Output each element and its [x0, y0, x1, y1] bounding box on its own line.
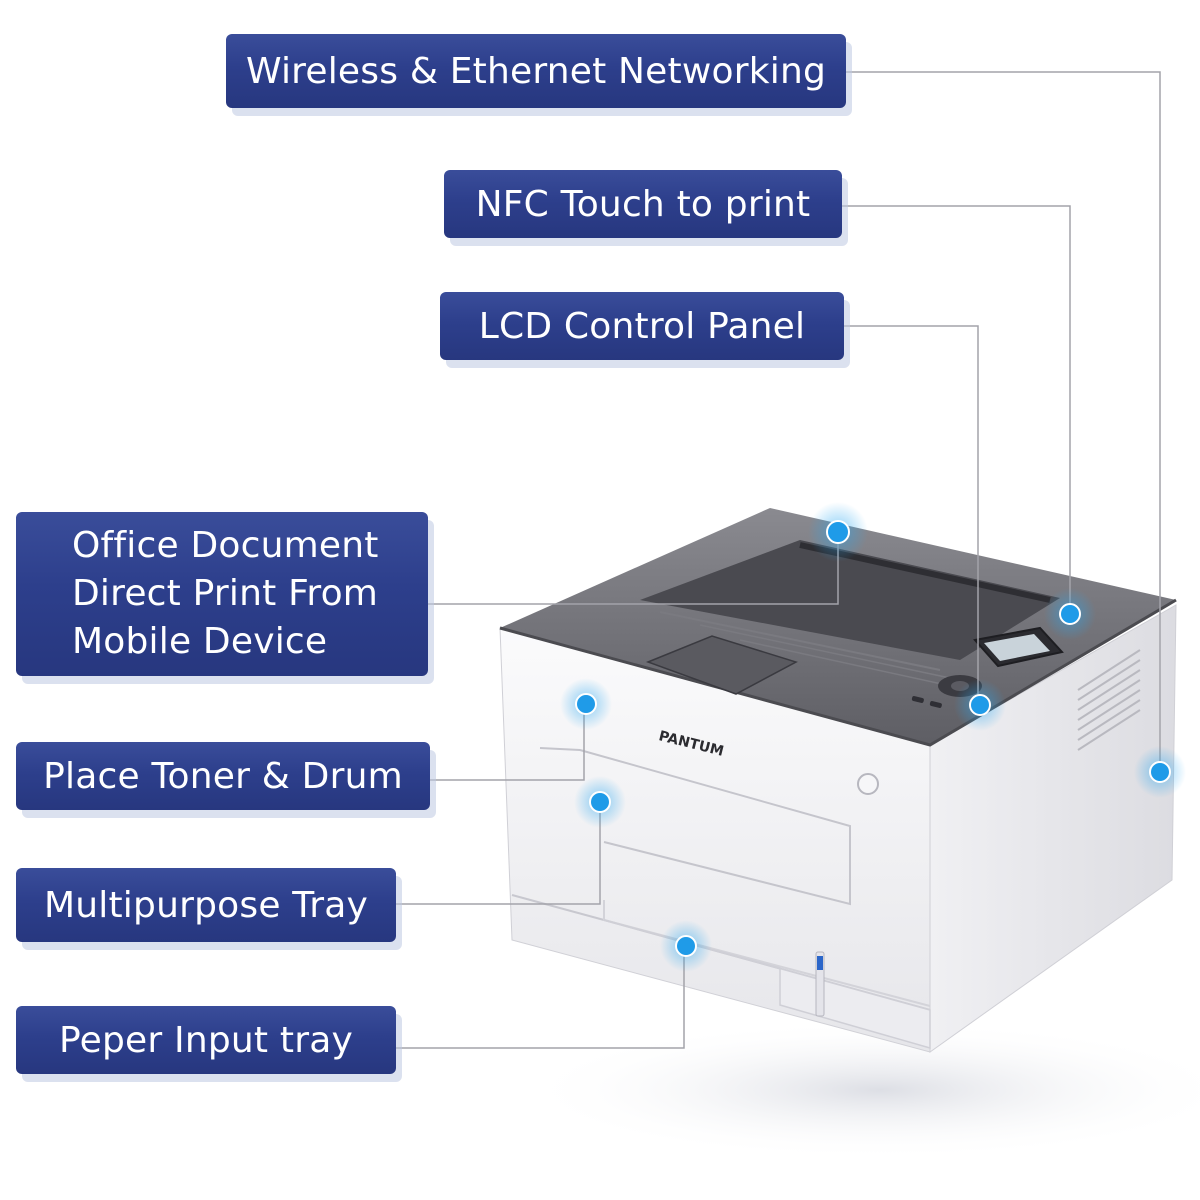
- leader-lines: [396, 71, 1161, 1049]
- callout-multipurpose-tray: Multipurpose Tray: [16, 868, 396, 942]
- callout-lcd-control-panel: LCD Control Panel: [440, 292, 844, 360]
- hotspot-lcd: [954, 679, 1006, 731]
- callout-toner-drum: Place Toner & Drum: [16, 742, 430, 810]
- callout-nfc-text: NFC Touch to print: [475, 183, 811, 225]
- callout-multipurpose-text: Multipurpose Tray: [44, 884, 368, 926]
- callout-wireless-text: Wireless & Ethernet Networking: [245, 50, 827, 92]
- floor-shadow: [520, 1020, 1200, 1160]
- callout-paper-input-tray: Peper Input tray: [16, 1006, 396, 1074]
- callout-nfc: NFC Touch to print: [444, 170, 842, 238]
- hotspot-toner: [560, 678, 612, 730]
- hotspot-nfc: [1044, 588, 1096, 640]
- callout-lcd-text: LCD Control Panel: [478, 305, 806, 347]
- side-vent: [1077, 649, 1141, 751]
- callout-office-line-2: Direct Print From: [72, 573, 379, 614]
- callout-office-document: Office Document Direct Print From Mobile…: [16, 512, 428, 676]
- output-bin: [640, 540, 1060, 660]
- hotspot-wireless: [1134, 746, 1186, 798]
- callout-office-line-3: Mobile Device: [72, 621, 328, 662]
- callout-paper-text: Peper Input tray: [59, 1019, 353, 1061]
- callout-office-line-1: Office Document: [72, 525, 379, 566]
- hotspots: [560, 502, 1186, 972]
- hotspot-paper: [660, 920, 712, 972]
- callout-wireless-networking: Wireless & Ethernet Networking: [226, 34, 846, 108]
- hotspot-office: [808, 502, 868, 562]
- hotspot-multipurpose: [574, 776, 626, 828]
- callout-toner-text: Place Toner & Drum: [43, 755, 403, 797]
- power-button: [857, 773, 879, 795]
- paper-tray: [603, 919, 931, 1049]
- paper-stopper: [645, 635, 798, 695]
